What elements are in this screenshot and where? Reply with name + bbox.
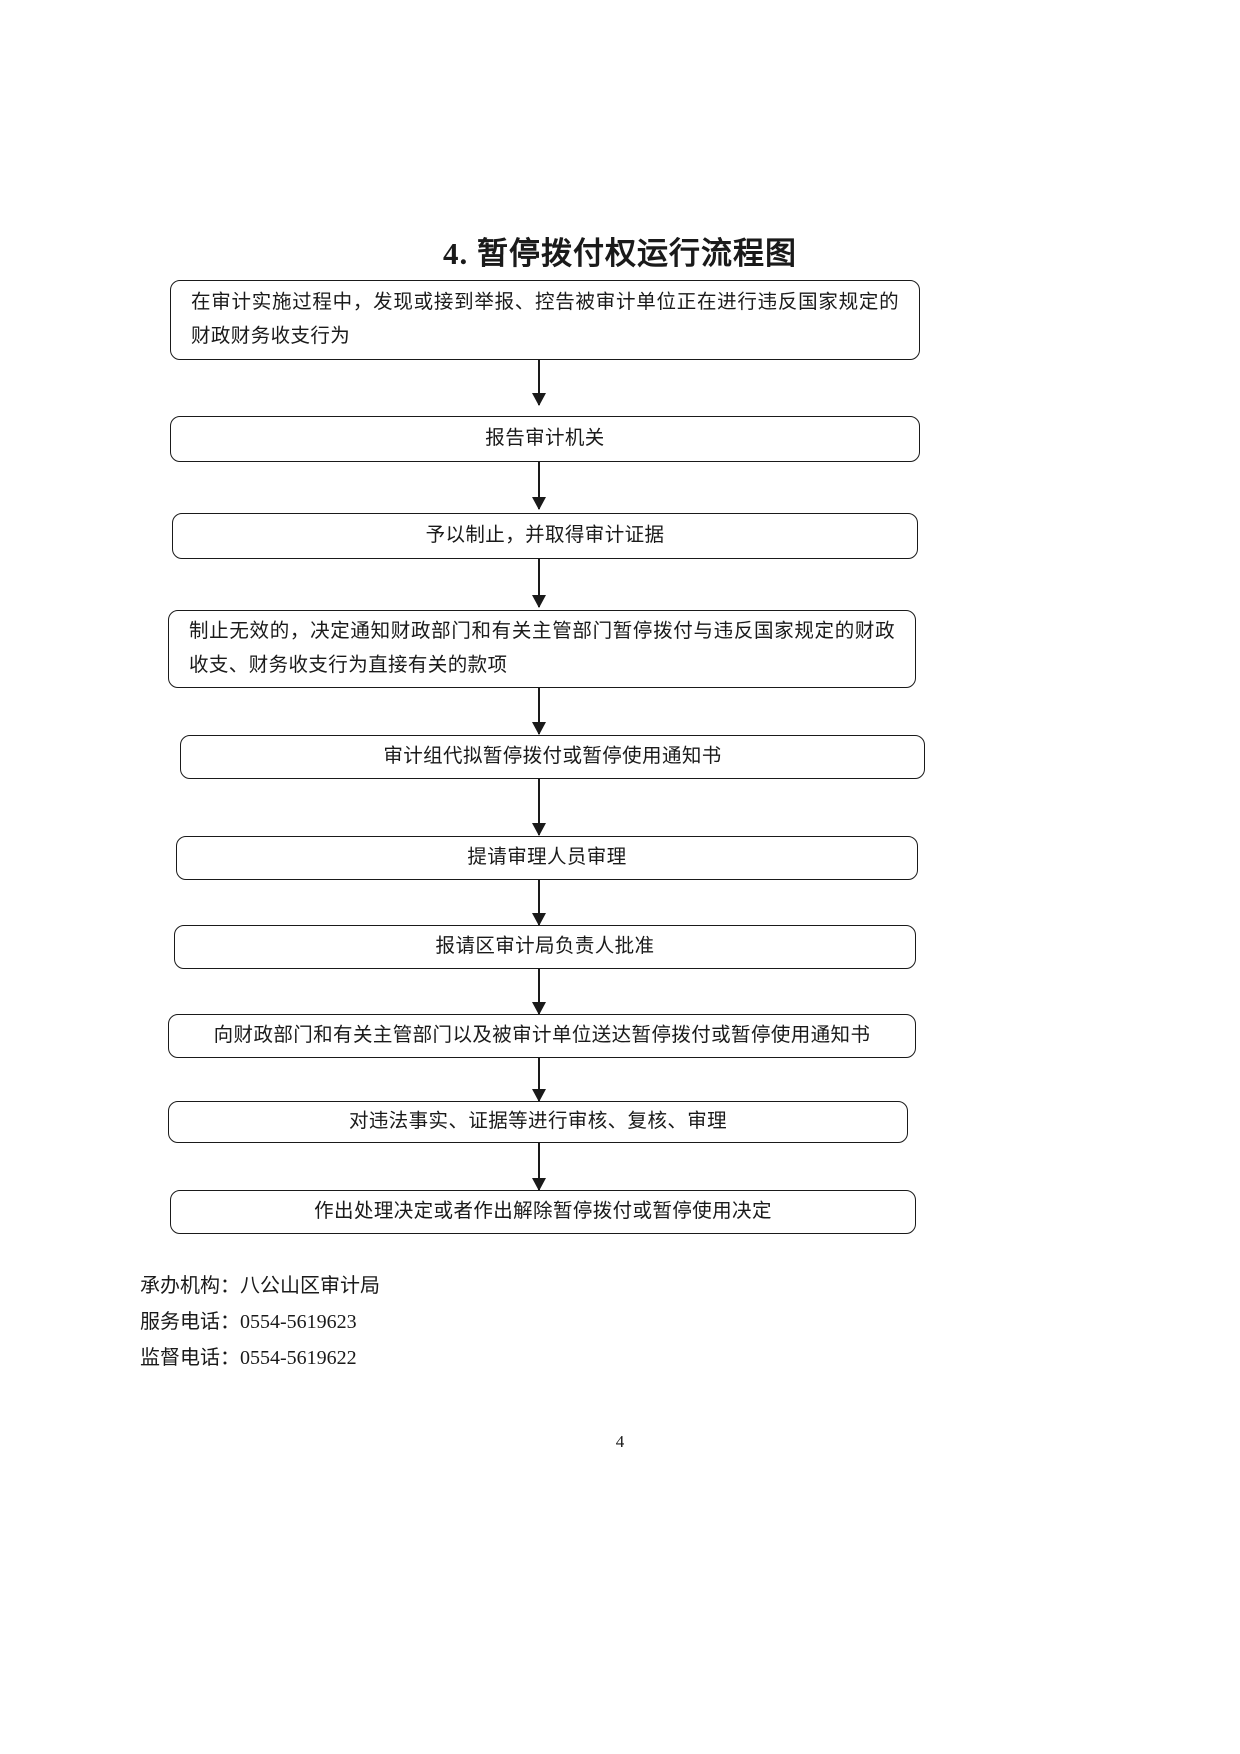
page-title: 4. 暂停拨付权运行流程图 xyxy=(443,236,797,271)
footer-organization: 承办机构：八公山区审计局 xyxy=(140,1275,380,1297)
flow-node-1[interactable]: 在审计实施过程中，发现或接到举报、控告被审计单位正在进行违反国家规定的财政财务收… xyxy=(170,280,920,360)
flow-node-5[interactable]: 审计组代拟暂停拨付或暂停使用通知书 xyxy=(180,735,925,779)
flow-node-6[interactable]: 提请审理人员审理 xyxy=(176,836,918,880)
flow-arrow-3-4 xyxy=(532,559,546,608)
flow-node-10-label: 作出处理决定或者作出解除暂停拨付或暂停使用决定 xyxy=(314,1201,772,1222)
flow-node-5-label: 审计组代拟暂停拨付或暂停使用通知书 xyxy=(383,746,722,767)
flow-arrow-9-10 xyxy=(532,1143,546,1191)
flow-node-3[interactable]: 予以制止，并取得审计证据 xyxy=(172,513,918,559)
flow-node-4[interactable]: 制止无效的，决定通知财政部门和有关主管部门暂停拨付与违反国家规定的财政收支、财务… xyxy=(168,610,916,688)
flow-node-7-label: 报请区审计局负责人批准 xyxy=(435,936,655,957)
footer-contact-block: 承办机构：八公山区审计局 服务电话：0554-5619623 监督电话：0554… xyxy=(140,1268,380,1376)
footer-service-phone: 服务电话：0554-5619623 xyxy=(140,1311,357,1333)
flow-node-10[interactable]: 作出处理决定或者作出解除暂停拨付或暂停使用决定 xyxy=(170,1190,916,1234)
footer-supervision-phone: 监督电话：0554-5619622 xyxy=(140,1347,357,1369)
flow-arrow-6-7 xyxy=(532,880,546,926)
flow-node-8[interactable]: 向财政部门和有关主管部门以及被审计单位送达暂停拨付或暂停使用通知书 xyxy=(168,1014,916,1058)
flow-arrow-5-6 xyxy=(532,779,546,836)
flow-arrow-8-9 xyxy=(532,1058,546,1102)
flow-node-8-label: 向财政部门和有关主管部门以及被审计单位送达暂停拨付或暂停使用通知书 xyxy=(213,1025,871,1046)
flow-node-4-label: 制止无效的，决定通知财政部门和有关主管部门暂停拨付与违反国家规定的财政收支、财务… xyxy=(189,621,895,676)
flow-node-1-label: 在审计实施过程中，发现或接到举报、控告被审计单位正在进行违反国家规定的财政财务收… xyxy=(191,292,899,347)
flow-node-6-label: 提请审理人员审理 xyxy=(467,847,627,868)
flow-arrow-4-5 xyxy=(532,688,546,735)
flow-node-3-label: 予以制止，并取得审计证据 xyxy=(425,525,665,546)
flow-arrow-2-3 xyxy=(532,462,546,510)
flow-node-2[interactable]: 报告审计机关 xyxy=(170,416,920,462)
flow-arrow-1-2 xyxy=(532,360,546,406)
flow-node-9[interactable]: 对违法事实、证据等进行审核、复核、审理 xyxy=(168,1101,908,1143)
flow-node-2-label: 报告审计机关 xyxy=(485,428,605,449)
flow-node-7[interactable]: 报请区审计局负责人批准 xyxy=(174,925,916,969)
page-number: 4 xyxy=(615,1432,625,1451)
flow-node-9-label: 对违法事实、证据等进行审核、复核、审理 xyxy=(348,1111,728,1132)
flow-arrow-7-8 xyxy=(532,969,546,1015)
